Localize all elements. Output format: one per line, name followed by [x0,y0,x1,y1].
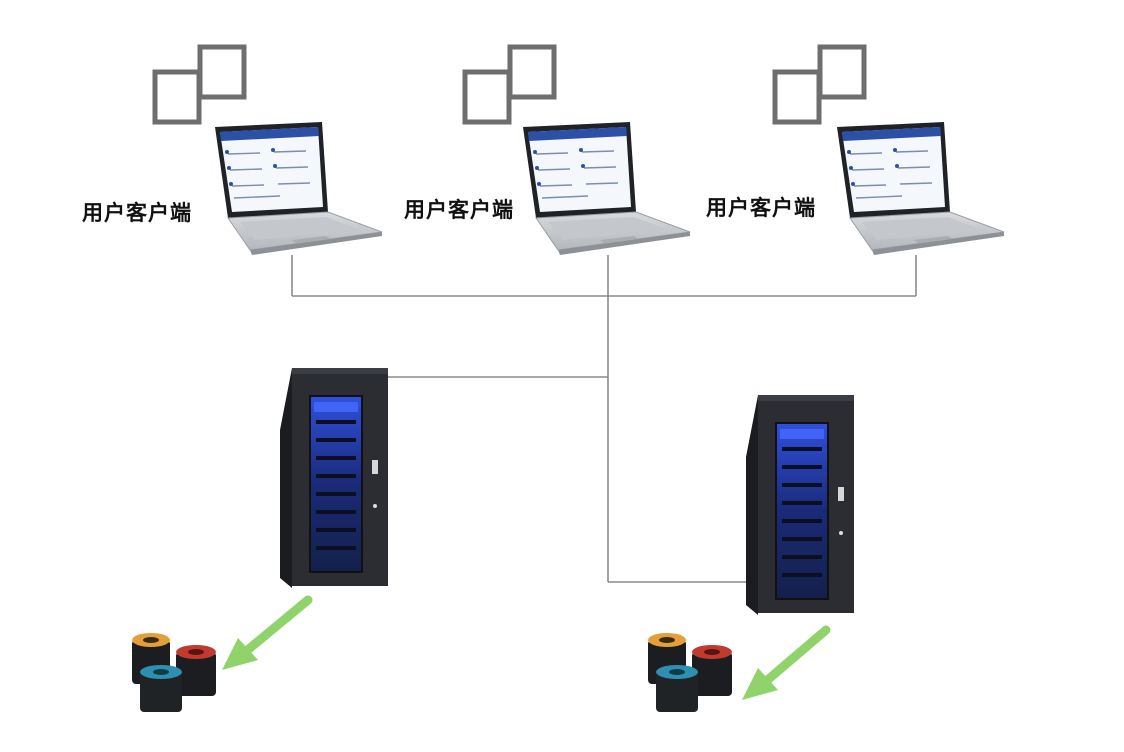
storage-discs-icon [132,633,216,712]
server-icon [746,395,855,615]
windows-icon [155,47,244,122]
server-icon [280,368,389,588]
windows-icon [465,47,554,122]
laptop-icon [836,122,1005,256]
client-label: 用户客户端 [82,201,192,225]
arrow-icon [742,625,831,700]
windows-icon [775,47,864,122]
network-lines [291,255,917,583]
storage-discs-icon [648,633,732,712]
laptop-icon [522,122,691,256]
arrow-icon [222,595,313,670]
laptop-icon [214,122,383,256]
client-label: 用户客户端 [706,196,816,220]
client-label: 用户客户端 [404,198,514,222]
